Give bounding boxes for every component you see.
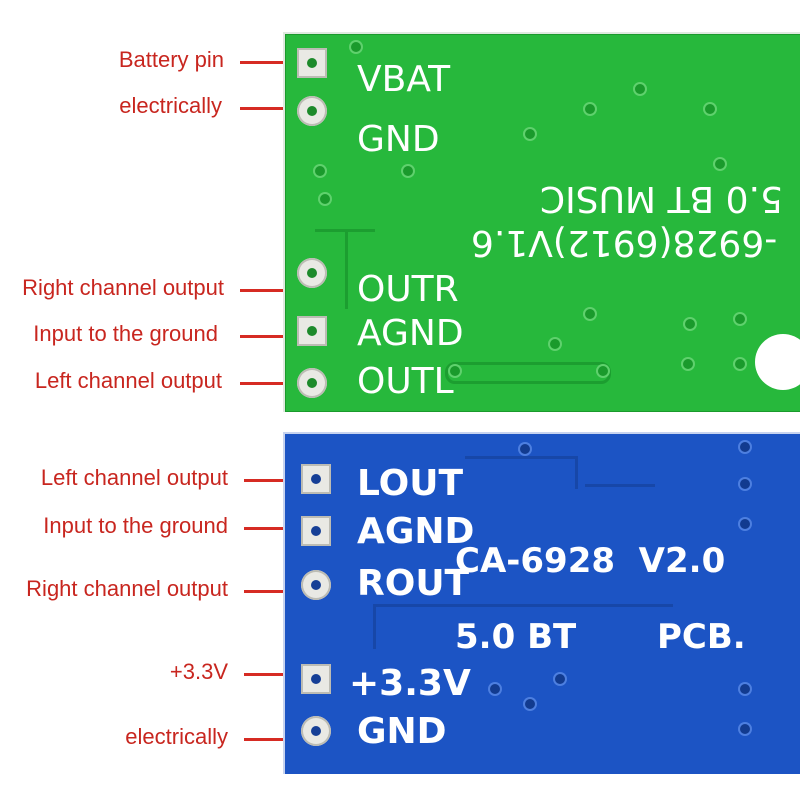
pcb-via [520,444,530,454]
pcb-via [685,319,695,329]
callout-leader [244,479,306,482]
pad-agnd [301,516,331,546]
pad-outl [297,368,327,398]
silk-lout: LOUT [357,463,464,504]
callout-input-ground-bottom: Input to the ground [43,513,228,538]
silk-model-version: -6928(6912)V1.6 [471,222,778,263]
pad-outr [297,258,327,288]
silk-agnd: AGND [357,313,464,354]
silk-pcb: PCB. [657,617,746,657]
pcb-trace [373,604,376,649]
callout-leader [244,527,306,530]
callout-leader [244,673,306,676]
callout-electrically-bottom: electrically [125,724,228,749]
pad-gnd [301,716,331,746]
silk-plus33: +3.3V [349,663,471,704]
pcb-via [740,724,750,734]
pcb-via [735,314,745,324]
pcb-via [351,42,361,52]
pcb-via [403,166,413,176]
pcb-via [585,104,595,114]
callout-leader [240,335,298,338]
pcb-via [705,104,715,114]
blue-pcb: LOUT AGND ROUT +3.3V GND CA-6928 V2.0 5.… [283,432,800,774]
silk-bt: 5.0 BT [455,617,577,657]
pad-lout [301,464,331,494]
pcb-trace [373,604,673,607]
callout-right-channel-bottom: Right channel output [26,576,228,601]
silk-gnd: GND [357,711,447,752]
pad-vbat [297,48,327,78]
pcb-via [598,366,608,376]
silk-rout: ROUT [357,563,470,604]
pcb-via [315,166,325,176]
pcb-via [635,84,645,94]
pcb-via [550,339,560,349]
pad-plus33 [301,664,331,694]
pcb-trace [345,229,348,309]
silk-vbat: VBAT [357,59,451,100]
pad-rout [301,570,331,600]
pcb-via [735,359,745,369]
callout-leader [240,382,298,385]
callout-input-ground-top: Input to the ground [33,321,218,346]
pcb-via [490,684,500,694]
pcb-via [683,359,693,369]
silk-outl: OUTL [357,361,454,402]
pcb-via [715,159,725,169]
pad-agnd [297,316,327,346]
pcb-trace [445,362,611,384]
mounting-hole [755,334,800,390]
pcb-trace [585,484,655,487]
green-pcb: VBAT GND OUTR AGND OUTL 5.0 BT MUSIC -69… [283,32,800,412]
silk-bt-music: 5.0 BT MUSIC [540,178,783,219]
callout-left-channel-top: Left channel output [34,368,222,393]
silk-gnd: GND [357,119,440,160]
callout-leader [240,289,298,292]
pcb-via [740,519,750,529]
silk-agnd: AGND [357,511,475,552]
pcb-via [585,309,595,319]
silk-outr: OUTR [357,269,459,310]
callout-battery-pin: Battery pin [118,47,224,72]
pcb-via [740,684,750,694]
pcb-via [450,366,460,376]
callout-plus33: +3.3V [169,659,228,684]
silk-model-version: CA-6928 V2.0 [455,541,726,581]
callout-right-channel-top: Right channel output [22,275,224,300]
pcb-via [740,442,750,452]
callout-leader [244,738,306,741]
pcb-via [525,129,535,139]
pcb-via [740,479,750,489]
callout-electrically-top: electrically [119,93,222,118]
callout-leader [240,61,298,64]
callout-leader [240,107,298,110]
pcb-trace [465,456,578,489]
callout-left-channel-bottom: Left channel output [40,465,228,490]
pcb-via [525,699,535,709]
pcb-via [320,194,330,204]
pcb-via [555,674,565,684]
callout-leader [244,590,306,593]
pad-gnd [297,96,327,126]
